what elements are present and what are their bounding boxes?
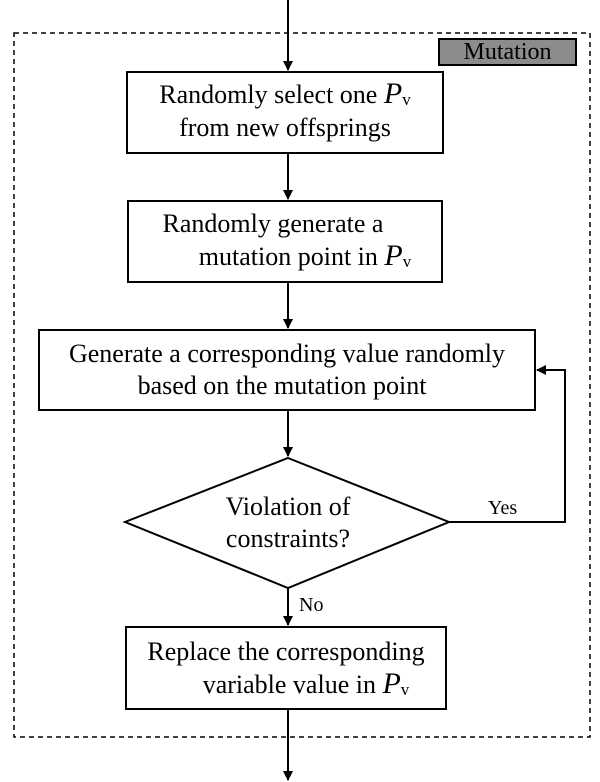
decision-line1: Violation of bbox=[225, 492, 351, 521]
pv-variable: P bbox=[383, 77, 403, 110]
decision-line2: constraints? bbox=[225, 524, 351, 553]
replace-line2: variable value in bbox=[202, 670, 376, 699]
mutation-section-tag: Mutation bbox=[438, 38, 577, 66]
generate-value-line2: based on the mutation point bbox=[137, 371, 427, 400]
yes-loop-connector bbox=[449, 365, 566, 523]
generate-value-line1: Generate a corresponding value randomly bbox=[68, 339, 506, 368]
generate-point-step-box bbox=[127, 200, 443, 283]
generate-point-line1: Randomly generate a bbox=[162, 209, 384, 238]
generate-value-step-label: Generate a corresponding value randomly … bbox=[39, 338, 535, 402]
no-branch-label: No bbox=[299, 594, 324, 616]
replace-line1: Replace the corresponding bbox=[147, 637, 425, 666]
generate-value-step-box bbox=[38, 329, 536, 411]
replace-step-label: Replace the corresponding variable value… bbox=[126, 636, 446, 706]
decision-label: Violation of constraints? bbox=[180, 491, 396, 555]
yes-branch-label: Yes bbox=[488, 497, 518, 519]
replace-step-box bbox=[125, 626, 447, 710]
select-step-label: Randomly select one Pv from new offsprin… bbox=[127, 78, 443, 144]
pv-variable: P bbox=[382, 667, 401, 700]
generate-point-step-label: Randomly generate a mutation point in Pv bbox=[128, 208, 442, 278]
generate-point-line2: mutation point in bbox=[198, 242, 378, 271]
pv-subscript: v bbox=[400, 680, 410, 699]
mutation-region-border bbox=[13, 32, 591, 738]
pv-variable: P bbox=[384, 239, 403, 272]
select-step-box bbox=[126, 71, 444, 154]
pv-subscript: v bbox=[402, 252, 412, 271]
pv-subscript: v bbox=[402, 90, 411, 109]
select-step-line1: Randomly select one bbox=[159, 80, 378, 109]
select-step-line2: from new offsprings bbox=[179, 113, 391, 142]
